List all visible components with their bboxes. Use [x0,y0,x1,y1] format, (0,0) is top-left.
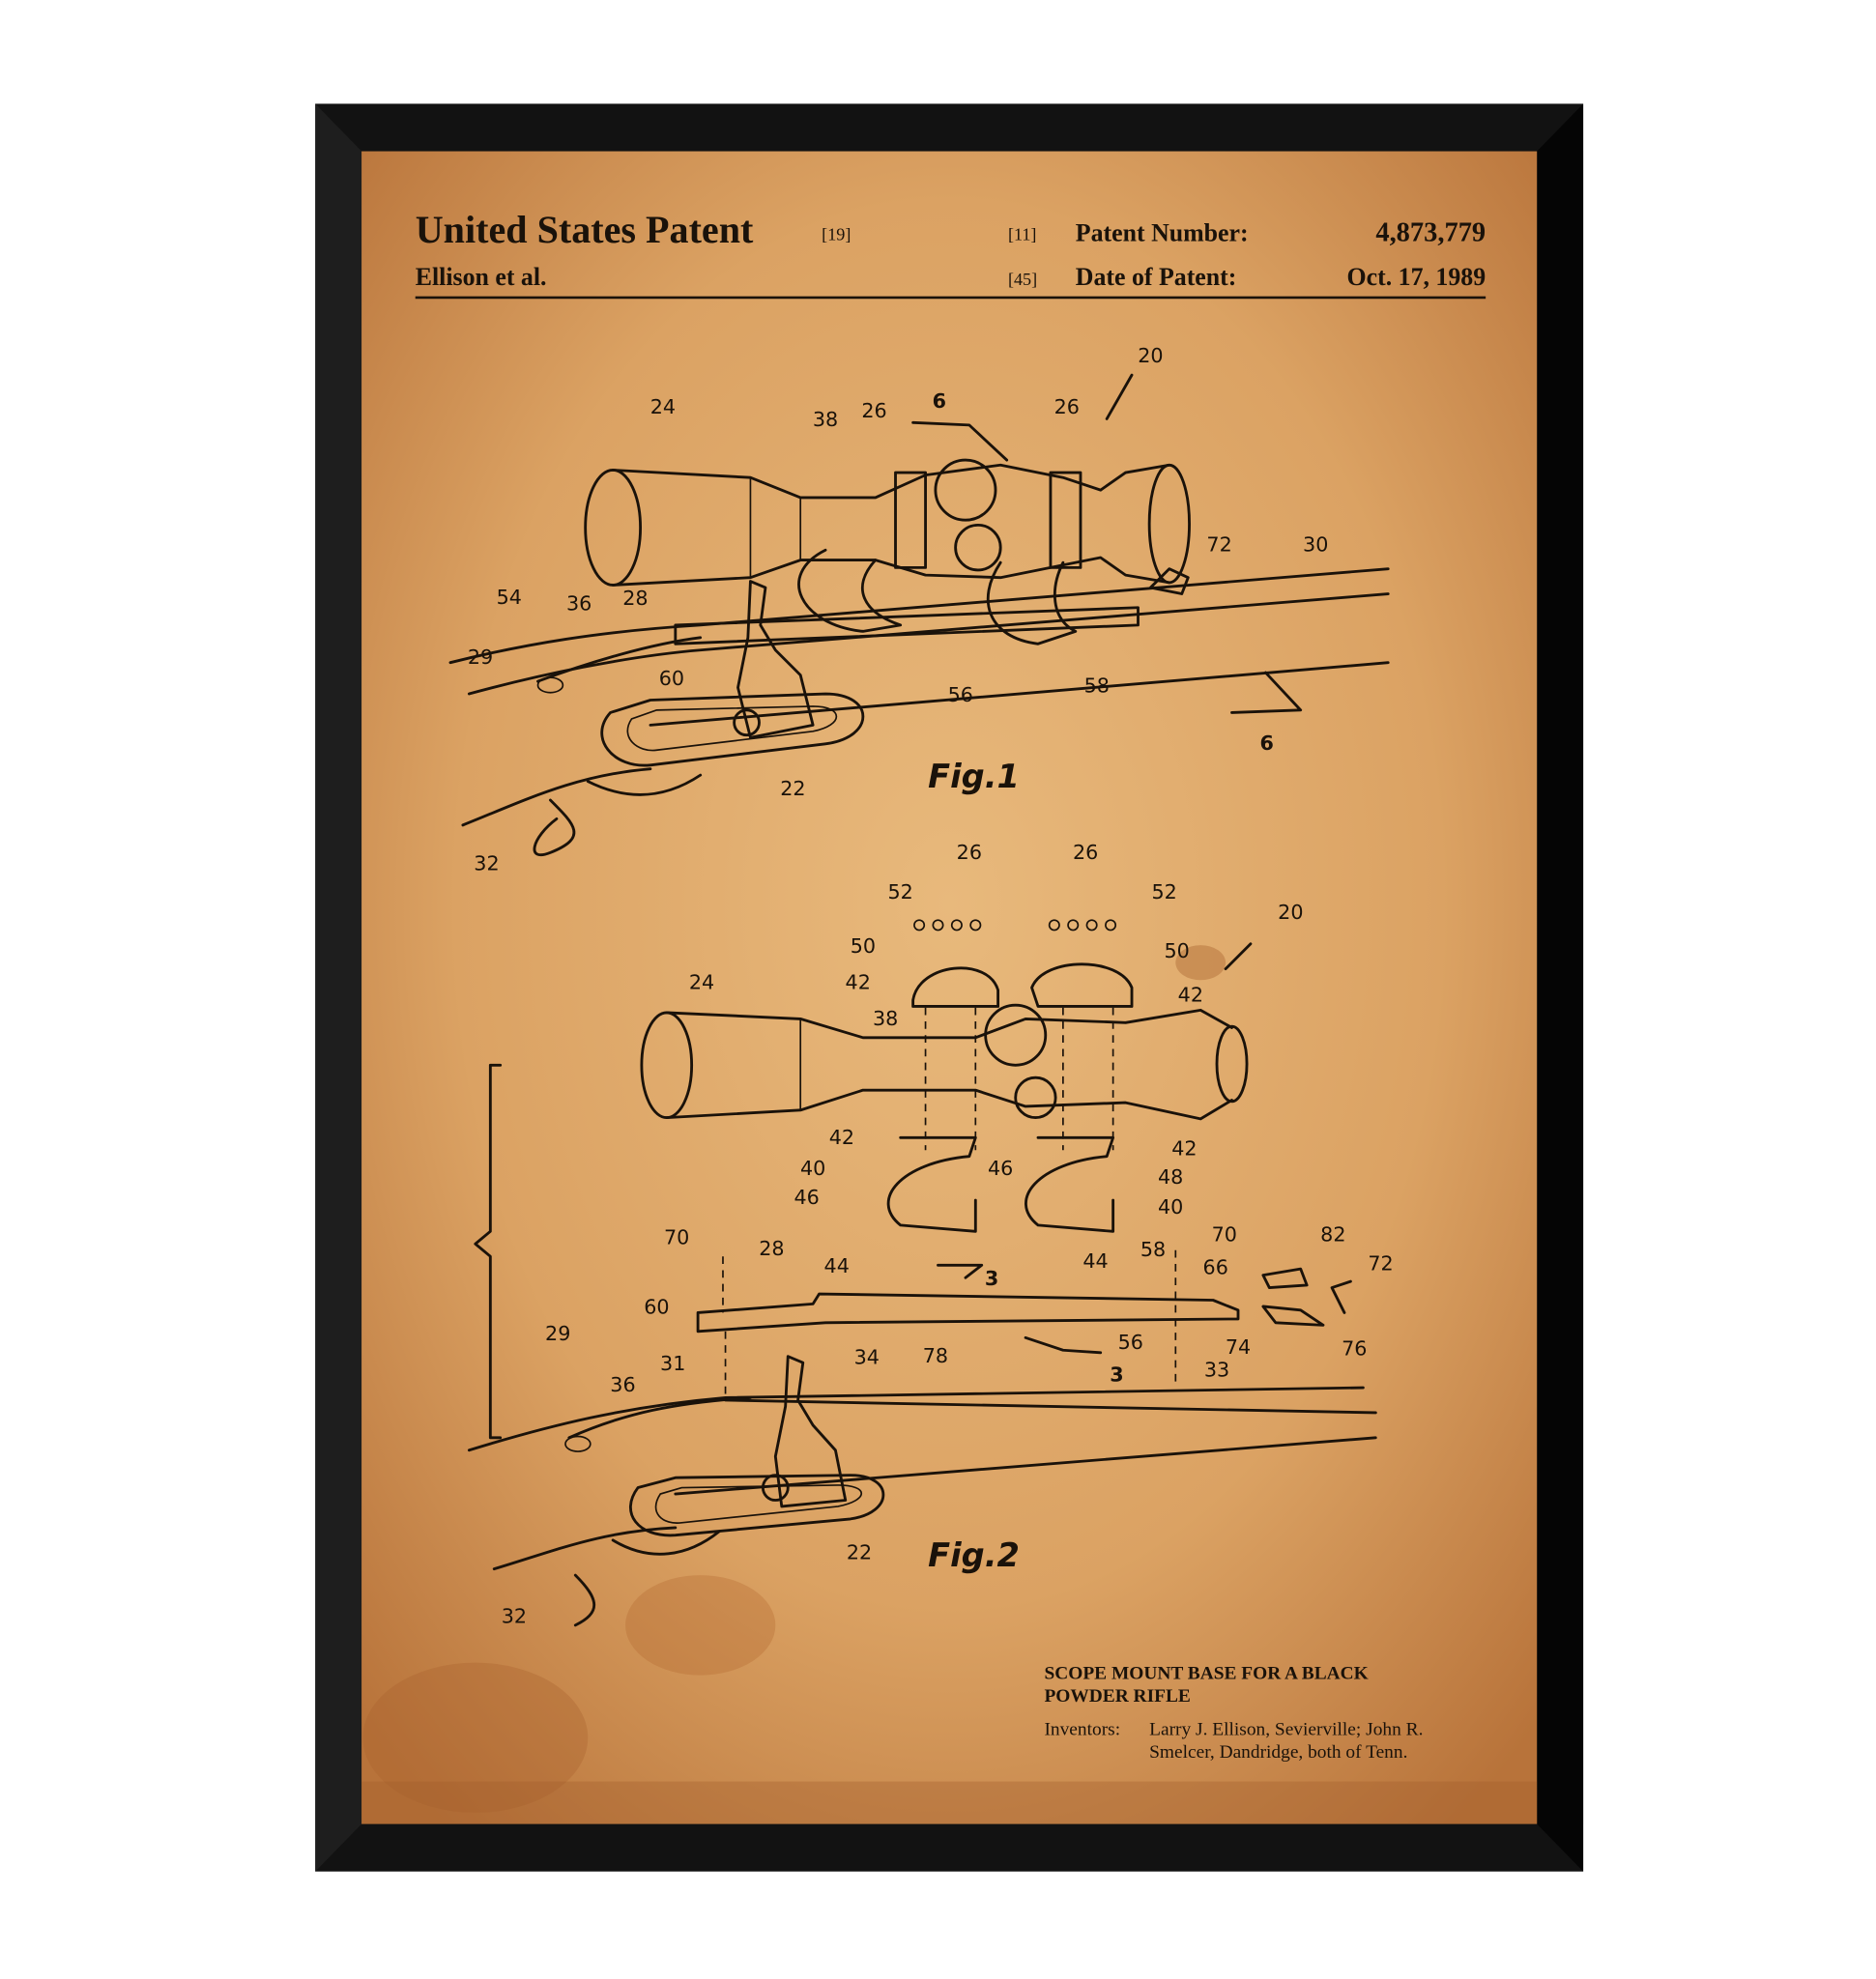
ref-label: 38 [873,1007,898,1030]
number-ref: [11] [1008,224,1037,244]
ref-label: 52 [1152,880,1177,903]
ref-label: 52 [888,880,913,903]
patent-footer: SCOPE MOUNT BASE FOR A BLACK POWDER RIFL… [1044,1664,1423,1764]
ref-label: 28 [622,587,648,610]
patent-title: United States Patent [416,208,754,251]
figure-1-caption: Fig.1 [928,758,1020,795]
ref-label: 40 [800,1157,825,1180]
ref-label: 20 [1138,344,1163,367]
section-label: 6 [1260,731,1274,755]
figure-2-caption: Fig.2 [928,1536,1020,1574]
ref-label: 46 [794,1186,819,1209]
ref-label: 58 [1140,1238,1166,1261]
date-label: Date of Patent: [1076,263,1237,291]
ref-label: 40 [1158,1195,1183,1219]
ref-label: 44 [1082,1249,1108,1273]
ref-label: 22 [780,777,805,800]
ref-label: 29 [468,645,493,669]
ref-label: 42 [1178,983,1203,1006]
figure-1-labels: 20 6 24 38 26 26 72 30 54 36 28 29 60 56… [468,344,1329,875]
ref-label: 72 [1368,1251,1393,1275]
title-ref: [19] [822,224,851,244]
inventor-short: Ellison et al. [416,263,547,291]
patent-paper [361,151,1538,1824]
ref-label: 42 [829,1126,854,1149]
inventors-line2: Smelcer, Dandridge, both of Tenn. [1149,1742,1407,1763]
ref-label: 33 [1204,1358,1229,1381]
ref-label: 42 [1171,1136,1197,1160]
date-value: Oct. 17, 1989 [1347,263,1486,291]
patent-number-label: Patent Number: [1076,219,1249,247]
ref-label: 42 [846,970,871,993]
ref-label: 70 [664,1225,689,1248]
patent-number-value: 4,873,779 [1375,218,1486,248]
ref-label: 76 [1342,1336,1367,1360]
ref-label: 50 [851,934,876,958]
ref-label: 24 [650,395,676,418]
ref-label: 36 [610,1373,635,1396]
figure-2-drawing [467,919,1377,1627]
ref-label: 34 [854,1345,880,1368]
ref-label: 44 [824,1254,850,1277]
ref-label: 31 [660,1352,685,1375]
ref-label: 26 [861,399,886,422]
date-ref: [45] [1008,270,1037,289]
ref-label: 82 [1320,1223,1345,1247]
ref-label: 20 [1278,901,1303,924]
ref-label: 48 [1158,1165,1183,1189]
ref-label: 29 [545,1322,570,1345]
ref-label: 78 [923,1344,948,1367]
ref-label: 56 [948,683,973,706]
inventors-line1: Larry J. Ellison, Sevierville; John R. [1149,1720,1423,1740]
invention-title-line1: SCOPE MOUNT BASE FOR A BLACK [1044,1664,1368,1684]
ref-label: 22 [847,1540,872,1563]
section-label: 3 [985,1267,998,1290]
ref-label: 66 [1203,1255,1228,1278]
ref-label: 58 [1084,674,1110,698]
ref-label: 28 [759,1237,784,1260]
ref-label: 32 [502,1604,527,1627]
ref-label: 38 [813,408,838,431]
section-label: 6 [933,389,946,413]
ref-label: 60 [659,667,684,690]
ref-label: 74 [1226,1335,1251,1359]
ref-label: 60 [644,1296,669,1319]
ref-label: 50 [1164,939,1189,962]
ref-label: 30 [1303,533,1328,557]
ref-label: 26 [1054,395,1080,418]
patent-header: United States Patent [19] [11] Patent Nu… [415,208,1486,300]
ref-label: 46 [988,1157,1013,1180]
ref-label: 56 [1118,1331,1143,1354]
ref-label: 72 [1206,533,1231,557]
picture-frame [315,103,1584,1872]
inventors-label: Inventors: [1044,1720,1120,1740]
ref-label: 70 [1212,1223,1237,1247]
invention-title-line2: POWDER RIFLE [1044,1686,1190,1707]
ref-label: 26 [1073,841,1098,864]
ref-label: 36 [566,591,592,615]
ref-label: 54 [497,586,522,609]
ref-label: 24 [689,970,714,993]
ref-label: 32 [474,851,499,875]
ref-label: 26 [957,841,982,864]
figure-1-drawing [448,373,1390,856]
section-label: 3 [1110,1363,1123,1387]
